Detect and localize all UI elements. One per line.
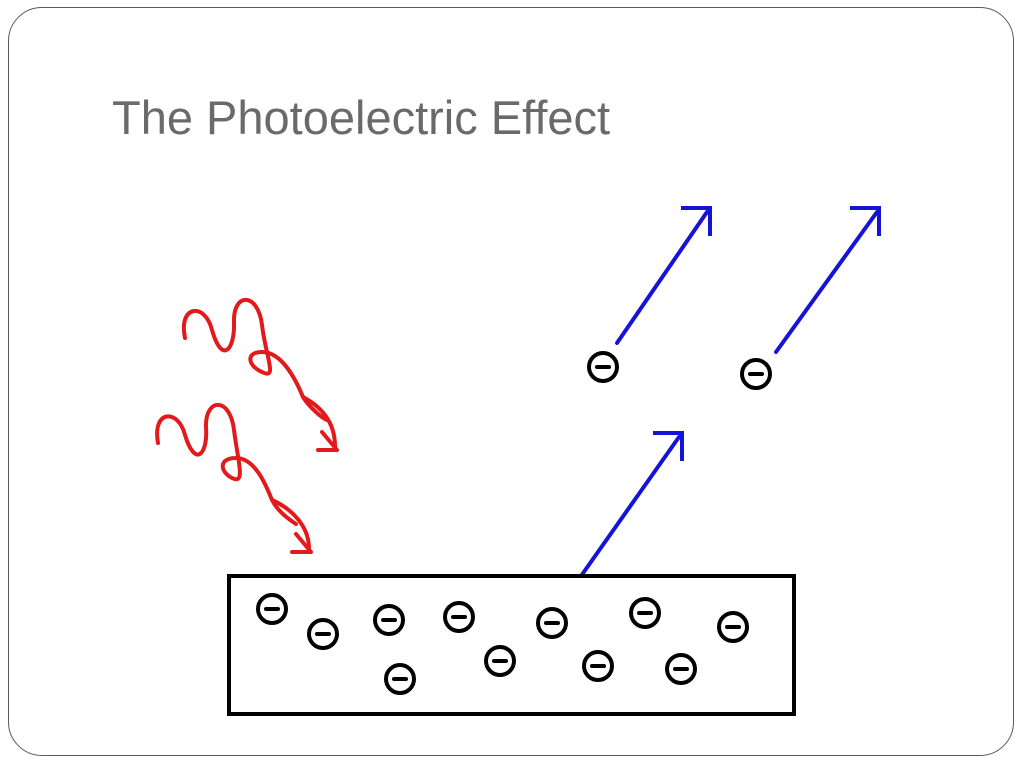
trajectory-arrow-3-head [653, 431, 684, 461]
bound-electron [717, 611, 749, 643]
straight-arrow-icon [615, 210, 709, 345]
trajectory-arrow-1-head [681, 206, 712, 236]
trajectory-arrow-2-head [850, 206, 881, 236]
ejected-electron [587, 351, 619, 383]
ejected-electron [740, 358, 772, 390]
bound-electron [582, 650, 614, 682]
wavy-arrow-icon [155, 402, 298, 526]
bound-electron [484, 645, 516, 677]
bound-electron [665, 653, 697, 685]
bound-electron [384, 663, 416, 695]
bound-electron [629, 597, 661, 629]
bound-electron [443, 601, 475, 633]
straight-arrow-icon [774, 210, 879, 354]
bound-electron [373, 604, 405, 636]
light-wave-1 [181, 297, 339, 452]
light-wave-2-arrowhead [290, 532, 313, 554]
trajectory-arrow-2 [774, 206, 881, 354]
bound-electron [256, 593, 288, 625]
slide-title: The Photoelectric Effect [112, 91, 611, 144]
light-wave-2 [155, 402, 313, 554]
bound-electron [307, 618, 339, 650]
light-wave-1-tail [301, 395, 338, 451]
light-wave-1-arrowhead [316, 430, 339, 452]
trajectory-arrow-1 [615, 206, 712, 345]
light-wave-2-tail [270, 498, 312, 553]
wavy-arrow-icon [181, 297, 329, 422]
bound-electron [536, 607, 568, 639]
